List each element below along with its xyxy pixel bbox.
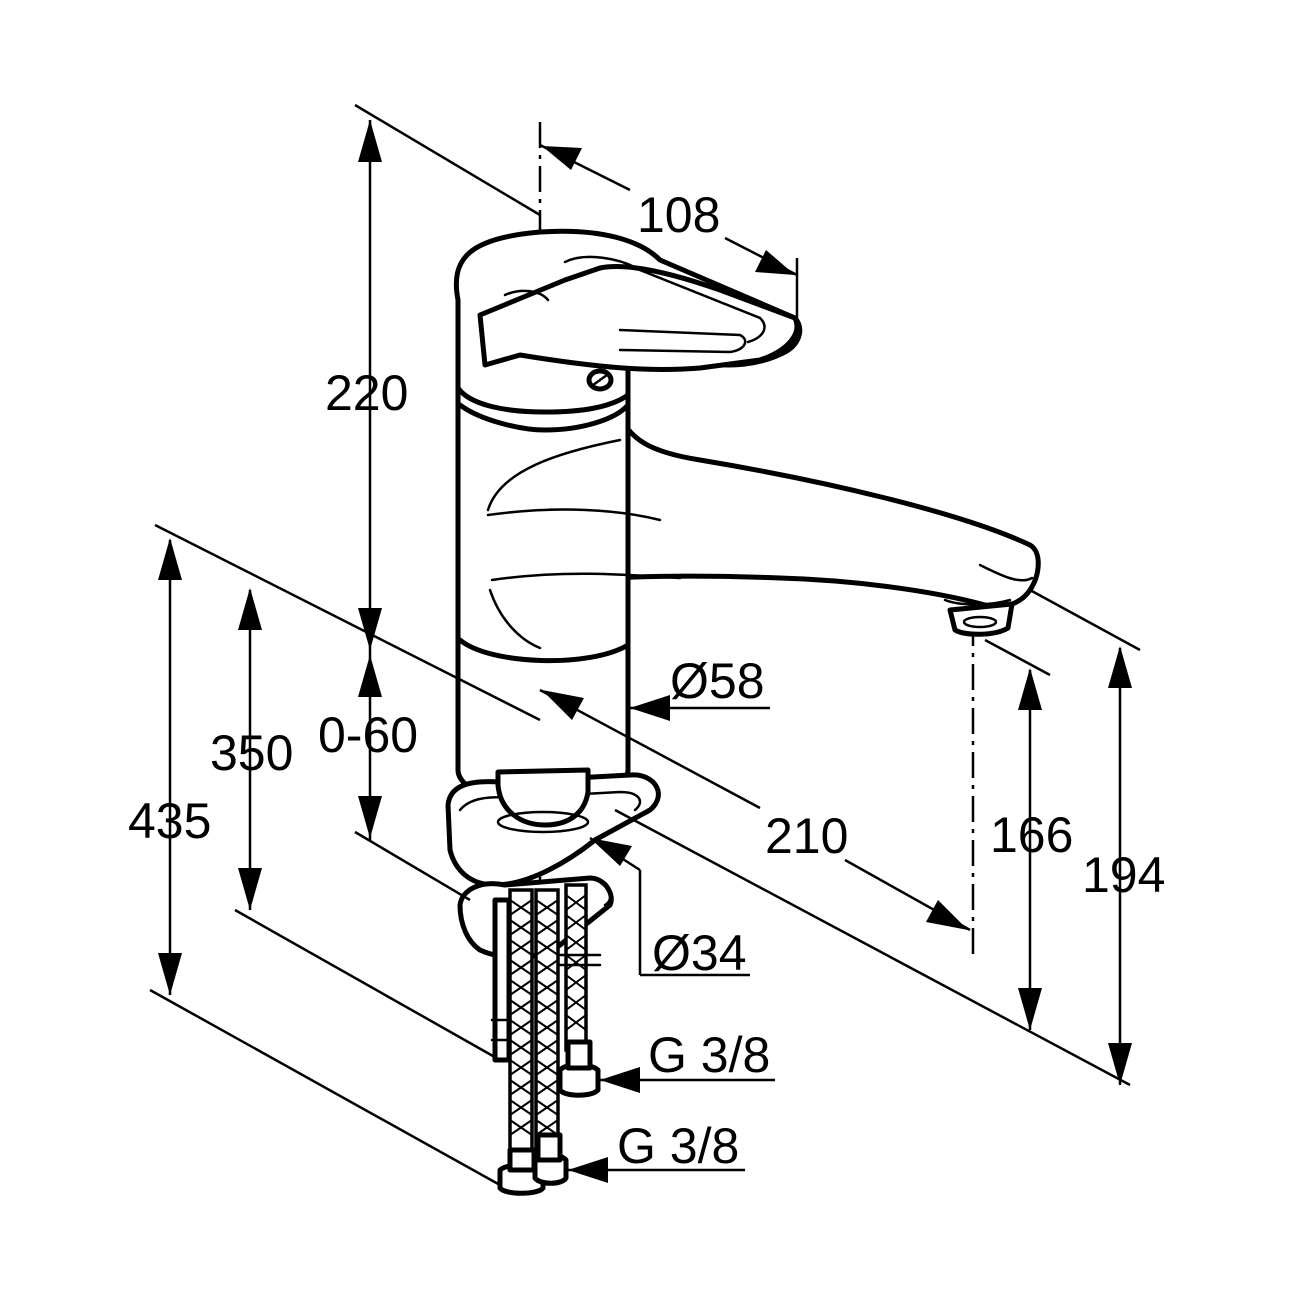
label-108: 108: [637, 187, 720, 243]
dimension-lines: [149, 103, 1141, 1187]
hose-right: [564, 883, 588, 1052]
threaded-rod: [492, 897, 512, 1063]
label-350: 350: [210, 725, 293, 781]
label-thread-upper: G 3/8: [648, 1027, 770, 1083]
body-foot: [495, 767, 591, 828]
faucet-body: [453, 228, 1041, 808]
hose-left: [508, 888, 534, 1162]
label-diameter-58: Ø58: [670, 653, 765, 709]
spout: [557, 409, 1041, 610]
lever: [477, 264, 800, 372]
label-diameter-34: Ø34: [652, 925, 747, 981]
label-210: 210: [765, 808, 848, 864]
label-thread-lower: G 3/8: [617, 1118, 739, 1174]
label-0-60: 0-60: [318, 707, 418, 763]
label-166: 166: [990, 807, 1073, 863]
aerator: [947, 601, 1015, 637]
body-column: [455, 382, 631, 808]
label-194: 194: [1082, 847, 1165, 903]
label-435: 435: [128, 793, 211, 849]
hose-middle: [534, 888, 560, 1152]
label-220: 220: [325, 365, 408, 421]
